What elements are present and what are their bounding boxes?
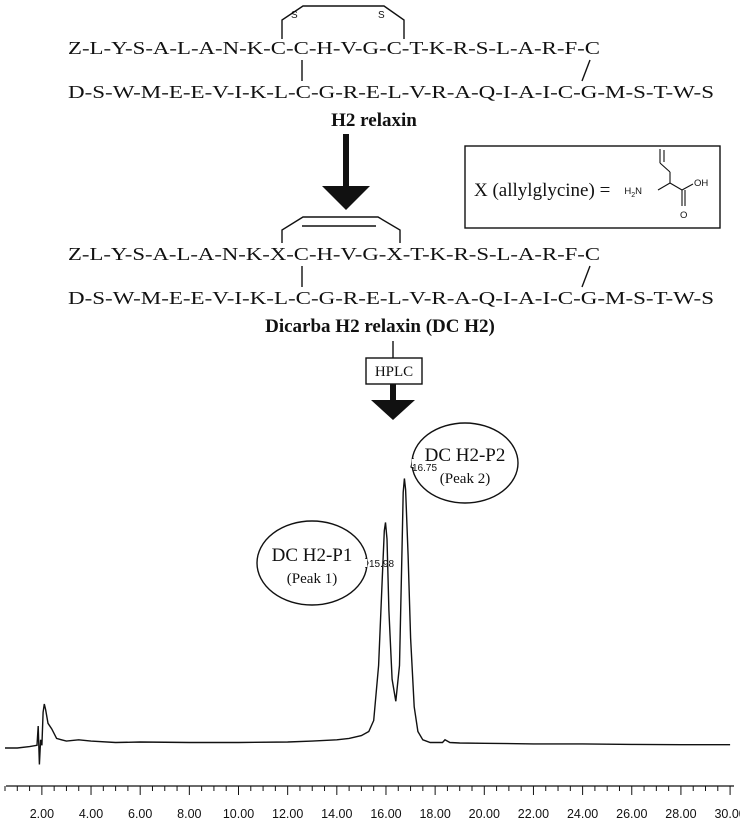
x-tick-label: 10.00 xyxy=(223,807,254,821)
x-tick-label: 16.00 xyxy=(370,807,401,821)
peak-2-annotation: DC H2-P2 (Peak 2)16.75 xyxy=(410,422,519,504)
allylglycine-legend: X (allylglycine) = H2N OH O xyxy=(464,145,721,229)
x-tick-label: 18.00 xyxy=(419,807,450,821)
x-tick-label: 4.00 xyxy=(79,807,103,821)
x-tick-label: 24.00 xyxy=(567,807,598,821)
peak-subtitle: (Peak 1) xyxy=(287,571,337,587)
allylglycine-label: X (allylglycine) = xyxy=(474,180,610,201)
peak-retention-time: 15.98 xyxy=(369,559,394,570)
amine-group: H2N xyxy=(624,186,642,199)
x-tick-label: 12.00 xyxy=(272,807,303,821)
peak-name: DC H2-P1 xyxy=(272,545,353,566)
x-tick-label: 30.00 xyxy=(714,807,740,821)
x-tick-label: 20.00 xyxy=(469,807,500,821)
inter-chain-bond xyxy=(581,59,591,82)
h2-relaxin-structure: S S Z-L-Y-S-A-L-A-N-K-C-C-H-V-G-C-T-K-R-… xyxy=(68,5,714,131)
sulfur-atom-right: S xyxy=(378,10,385,21)
dc-h2-a-chain-sequence: Z-L-Y-S-A-L-A-N-K-X-C-H-V-G-X-T-K-R-S-L-… xyxy=(68,244,600,264)
h2-relaxin-label: H2 relaxin xyxy=(331,110,417,131)
h2-a-chain-sequence: Z-L-Y-S-A-L-A-N-K-C-C-H-V-G-C-T-K-R-S-L-… xyxy=(68,38,600,58)
dicarba-bond xyxy=(281,216,401,243)
allylglycine-structure xyxy=(657,149,694,206)
hplc-chromatogram: 2.00 4.00 6.00 8.00 10.00 12.00 14.00 16.00 18.0… xyxy=(4,422,740,821)
x-axis-ticks: 2.00 4.00 6.00 8.00 10.00 12.00 14.00 16.00 18.0… xyxy=(4,786,740,821)
sulfur-atom-left: S xyxy=(291,10,298,21)
peak-retention-time: 16.75 xyxy=(412,463,437,474)
carbonyl-oxygen: O xyxy=(680,210,687,221)
dc-h2-b-chain-sequence: D-S-W-M-E-E-V-I-K-L-C-G-R-E-L-V-R-A-Q-I-… xyxy=(68,288,714,308)
x-tick-label: 14.00 xyxy=(321,807,352,821)
x-tick-label: 8.00 xyxy=(177,807,201,821)
h2-b-chain-sequence: D-S-W-M-E-E-V-I-K-L-C-G-R-E-L-V-R-A-Q-I-… xyxy=(68,82,714,102)
peak-subtitle: (Peak 2) xyxy=(440,471,490,487)
x-tick-label: 22.00 xyxy=(518,807,549,821)
conversion-arrow xyxy=(322,134,370,210)
dc-h2-relaxin-label: Dicarba H2 relaxin (DC H2) xyxy=(265,316,495,337)
hplc-label: HPLC xyxy=(375,364,413,380)
dc-h2-relaxin-structure: Z-L-Y-S-A-L-A-N-K-X-C-H-V-G-X-T-K-R-S-L-… xyxy=(68,216,714,337)
x-tick-label: 6.00 xyxy=(128,807,152,821)
x-tick-label: 26.00 xyxy=(616,807,647,821)
hplc-step: HPLC xyxy=(365,341,423,420)
peak-1-annotation: DC H2-P1 (Peak 1) 15.98 xyxy=(256,520,394,606)
hydroxyl-group: OH xyxy=(694,178,708,189)
peak-name: DC H2-P2 xyxy=(425,445,506,466)
inter-chain-bond xyxy=(581,265,591,288)
x-tick-label: 2.00 xyxy=(30,807,54,821)
chromatogram-trace xyxy=(5,478,731,765)
peak-annotations: DC H2-P1 (Peak 1) 15.98 DC H2-P2 (Peak 2)16.… xyxy=(256,422,519,606)
intra-chain-disulfide-bond xyxy=(281,5,405,39)
x-tick-label: 28.00 xyxy=(665,807,696,821)
